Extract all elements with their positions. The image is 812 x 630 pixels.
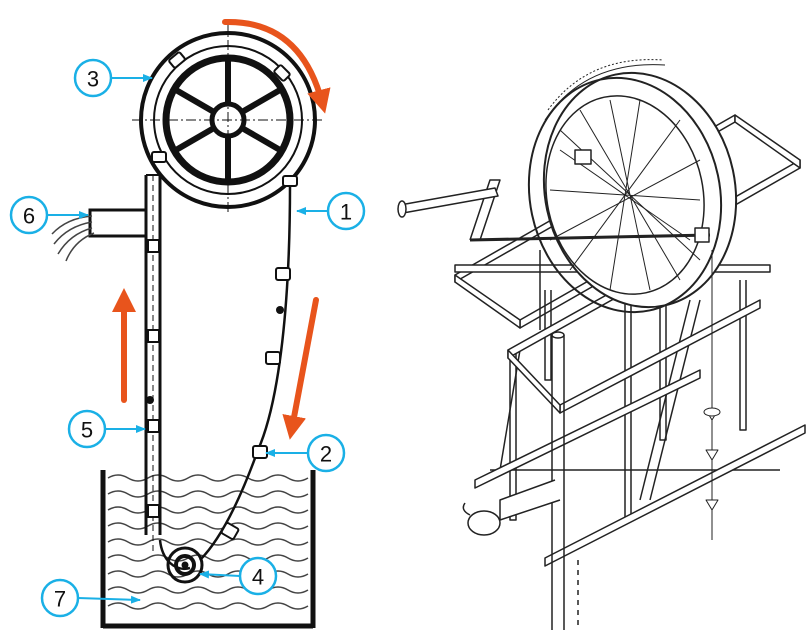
callout-number: 2	[320, 442, 332, 467]
bottom-rails	[474, 369, 806, 567]
callout-number: 3	[87, 67, 99, 92]
callout-6: 6	[9, 195, 49, 235]
outlet-spout	[88, 208, 148, 238]
flow-down-arrow-icon	[282, 297, 319, 440]
iso-drive-wheel	[527, 59, 738, 314]
leader-lines	[47, 74, 328, 604]
callout-5: 5	[67, 409, 107, 449]
callout-number: 4	[252, 565, 264, 590]
water-waves	[107, 474, 309, 610]
callout-2: 2	[306, 433, 346, 473]
hand-crank-icon	[397, 149, 711, 243]
bottom-guide-roller	[166, 546, 204, 584]
callout-number: 1	[340, 200, 352, 225]
rotation-arrow-icon	[222, 18, 331, 114]
callout-number: 6	[23, 204, 35, 229]
flow-arrows	[112, 18, 331, 440]
iso-return-rope	[703, 250, 721, 540]
callout-number: 7	[54, 587, 66, 612]
rising-pipe	[144, 174, 162, 555]
drive-wheel	[132, 22, 325, 215]
callout-4: 4	[238, 556, 278, 596]
rope-knots	[146, 306, 284, 404]
water-tank	[100, 470, 316, 629]
schematic-view: 1 2 3 4 5 6 7	[9, 18, 366, 629]
wheel-washers	[151, 51, 298, 187]
pipe-washers	[147, 239, 160, 518]
callout-number: 5	[81, 418, 93, 443]
callout-7: 7	[40, 578, 80, 618]
outflow-lines	[51, 215, 95, 262]
isometric-view	[397, 59, 806, 630]
callout-3: 3	[73, 58, 113, 98]
iso-rising-pipe	[462, 331, 579, 630]
callout-1: 1	[326, 191, 366, 231]
